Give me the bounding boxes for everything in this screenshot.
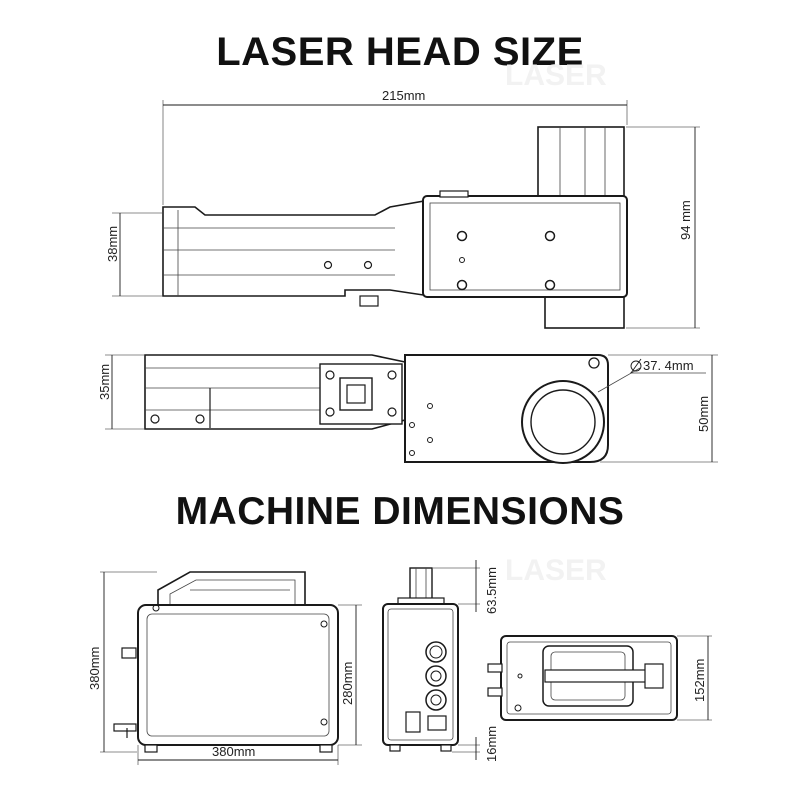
dim-380-height-label: 380mm bbox=[87, 647, 102, 690]
dim-barrel-height: 38mm bbox=[105, 212, 162, 297]
dim-380-width-label: 380mm bbox=[212, 744, 255, 759]
dim-38-label: 38mm bbox=[105, 226, 120, 262]
dim-body-height: 280mm bbox=[338, 604, 362, 746]
dim-bore-label: 37. 4mm bbox=[643, 358, 694, 373]
dim-94-label: 94 mm bbox=[678, 200, 693, 240]
dim-front-width: 380mm bbox=[137, 744, 339, 765]
carry-handle bbox=[157, 571, 306, 605]
dim-bore: 37. 4mm bbox=[630, 358, 706, 374]
dim-handle-height: 63.5mm bbox=[432, 560, 499, 614]
machine-side-view bbox=[382, 567, 459, 752]
watermark: LASER bbox=[505, 554, 607, 587]
watermark: LASER bbox=[505, 59, 607, 92]
dim-215-label: 215mm bbox=[382, 88, 425, 103]
dim-16-label: 16mm bbox=[484, 726, 499, 762]
machine-dimensions-title: MACHINE DIMENSIONS bbox=[175, 490, 625, 533]
dim-depth: 152mm bbox=[677, 635, 712, 721]
machine-front-view bbox=[113, 571, 339, 753]
machine-case bbox=[137, 604, 339, 746]
dim-50-label: 50mm bbox=[696, 396, 711, 432]
laser-head-size-title: LASER HEAD SIZE bbox=[216, 30, 584, 74]
dim-total-height: 94 mm bbox=[626, 126, 700, 329]
barrel-body bbox=[162, 199, 431, 297]
machine-top-view bbox=[487, 635, 678, 721]
head-box bbox=[422, 195, 628, 298]
lens-bore bbox=[521, 380, 605, 464]
dim-head-width: 50mm bbox=[600, 354, 718, 463]
dim-length: 215mm bbox=[162, 88, 628, 205]
laser-head-top-view bbox=[144, 354, 641, 464]
galvo-motor bbox=[537, 126, 625, 198]
dim-top-width: 35mm bbox=[97, 354, 144, 430]
dim-63-label: 63.5mm bbox=[484, 567, 499, 614]
laser-head-side-view bbox=[162, 126, 628, 329]
lens-mount bbox=[544, 295, 625, 329]
dim-feet-height: 16mm bbox=[452, 726, 499, 762]
dim-35-label: 35mm bbox=[97, 364, 112, 400]
dim-front-height: 380mm bbox=[87, 571, 157, 753]
dim-280-label: 280mm bbox=[340, 662, 355, 705]
dim-152-label: 152mm bbox=[692, 659, 707, 702]
